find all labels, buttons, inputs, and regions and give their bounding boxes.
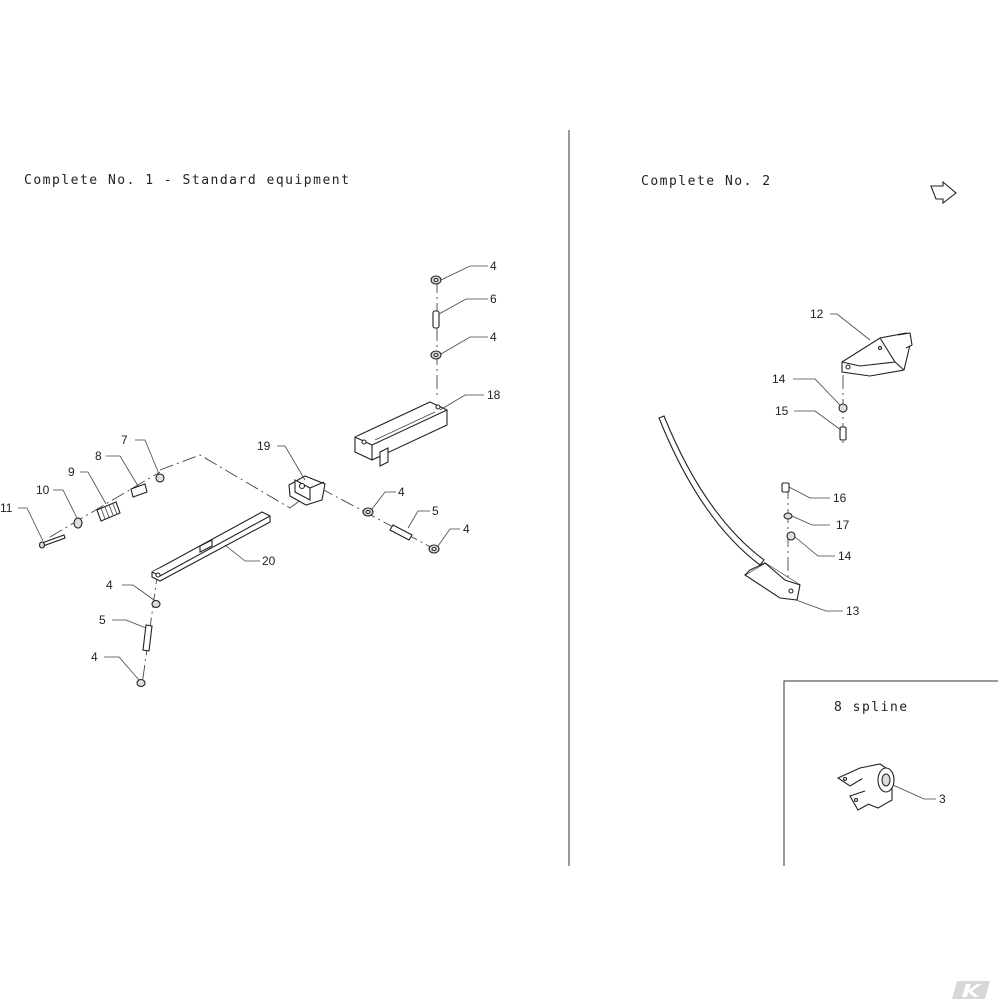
callout-12: 12 xyxy=(810,307,824,321)
callout-4: 4 xyxy=(490,330,497,344)
callouts-complete-1: 4 6 4 18 7 8 9 10 11 19 4 5 4 20 4 5 4 xyxy=(0,259,501,681)
spring-tine xyxy=(658,415,801,601)
callout-11: 11 xyxy=(0,501,13,515)
spline-title: 8 spline xyxy=(834,700,909,715)
support-bracket xyxy=(354,401,448,467)
assembly-centerline xyxy=(319,487,441,553)
sleeve xyxy=(130,483,148,498)
assembly-centerline xyxy=(49,471,161,538)
callout-15: 15 xyxy=(775,404,789,418)
bolt xyxy=(839,426,847,441)
callout-14: 14 xyxy=(772,372,786,386)
callout-6: 6 xyxy=(490,292,497,306)
callout-17: 17 xyxy=(836,518,850,532)
callouts-complete-2: 12 14 15 16 17 14 13 xyxy=(772,307,871,618)
complete-1-title: Complete No. 1 - Standard equipment xyxy=(24,173,350,188)
bolt xyxy=(38,534,66,549)
callout-19: 19 xyxy=(257,439,271,453)
callout-8: 8 xyxy=(95,449,102,463)
callout-5: 5 xyxy=(99,613,106,627)
callout-4: 4 xyxy=(398,485,405,499)
nut xyxy=(155,473,165,483)
next-page-arrow-icon[interactable] xyxy=(930,180,957,205)
callout-14: 14 xyxy=(838,549,852,563)
lever-arm xyxy=(151,511,271,582)
callout-13: 13 xyxy=(846,604,860,618)
callouts-spline: 3 xyxy=(892,784,946,806)
callout-4: 4 xyxy=(91,650,98,664)
callout-18: 18 xyxy=(487,388,501,402)
callout-4: 4 xyxy=(490,259,497,273)
hinge-bracket xyxy=(288,475,326,506)
pin xyxy=(142,624,153,652)
nut xyxy=(838,403,848,413)
callout-16: 16 xyxy=(833,491,847,505)
callout-9: 9 xyxy=(68,465,75,479)
callout-4: 4 xyxy=(106,578,113,592)
washer xyxy=(136,678,146,688)
spline-box xyxy=(783,680,998,866)
spline-yoke xyxy=(836,763,895,811)
k-logo-icon xyxy=(952,981,990,999)
pin xyxy=(389,524,413,541)
callout-7: 7 xyxy=(121,433,128,447)
bolt xyxy=(781,482,790,493)
nut xyxy=(786,531,796,541)
callout-5: 5 xyxy=(432,504,439,518)
callout-20: 20 xyxy=(262,554,276,568)
assembly-centerline xyxy=(159,454,311,509)
spring xyxy=(96,501,121,522)
callout-3: 3 xyxy=(939,792,946,806)
complete-2-title: Complete No. 2 xyxy=(641,174,772,189)
callout-10: 10 xyxy=(36,483,50,497)
washer xyxy=(151,599,161,609)
washer xyxy=(73,517,83,529)
washer xyxy=(783,512,793,520)
callout-4: 4 xyxy=(463,522,470,536)
mounting-plate xyxy=(841,332,913,377)
pin xyxy=(432,310,440,329)
